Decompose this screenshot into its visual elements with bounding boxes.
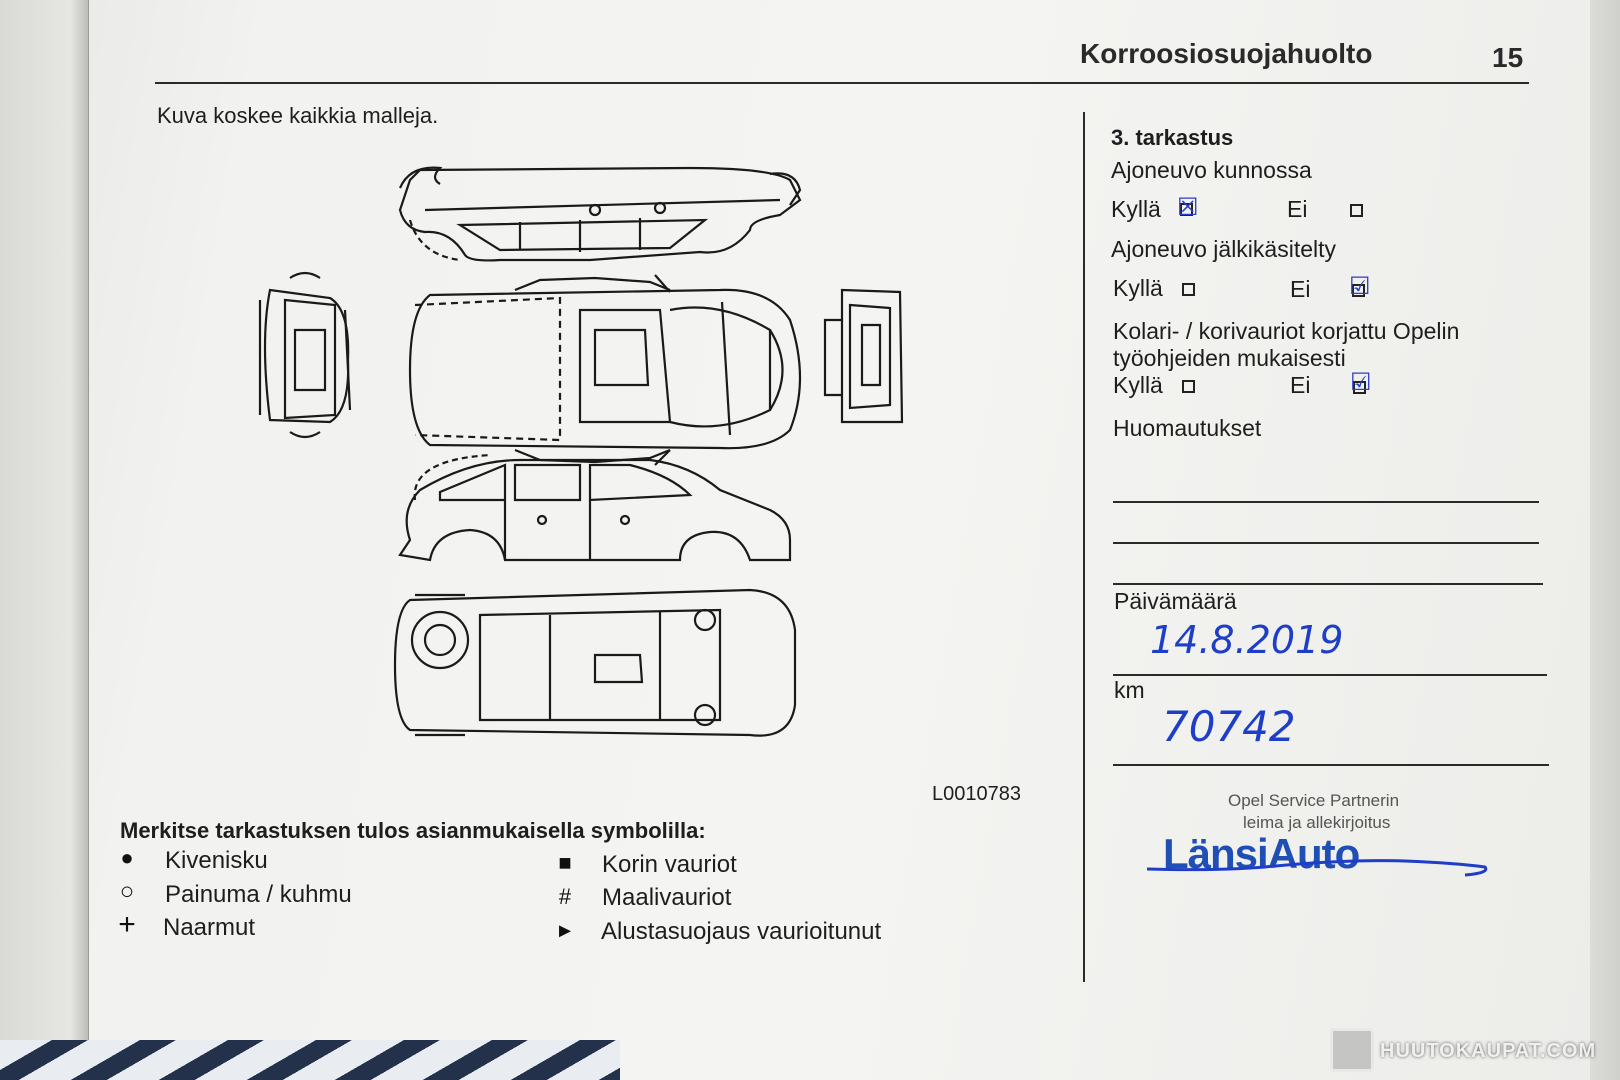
- watermark-logo-icon: [1330, 1028, 1374, 1072]
- q1-yes-checkmark: ☒: [1177, 193, 1199, 221]
- q3-yes-label: Kyllä: [1113, 372, 1163, 398]
- q2-no-label: Ei: [1290, 276, 1311, 302]
- q1-yes-label: Kyllä: [1111, 196, 1161, 222]
- dent-symbol: ○: [119, 878, 135, 905]
- q2-yes-checkbox[interactable]: [1182, 283, 1195, 296]
- header-rule: [155, 82, 1529, 84]
- date-line: [1113, 674, 1547, 676]
- km-label: km: [1114, 677, 1145, 703]
- question-vehicle-ok: Ajoneuvo kunnossa: [1111, 157, 1312, 183]
- date-handwritten-value: 14.8.2019: [1150, 618, 1344, 662]
- question-repairs-line1: Kolari- / korivauriot korjattu Opelin: [1113, 318, 1460, 344]
- figure-code: L0010783: [932, 783, 1021, 805]
- page-header-title: Korroosiosuojahuolto: [1080, 38, 1373, 69]
- q1-no-label: Ei: [1287, 196, 1308, 222]
- legend-item-scratch: Naarmut: [163, 914, 256, 941]
- inspection-heading: 3. tarkastus: [1111, 125, 1234, 150]
- q2-no-checkbox[interactable]: [1352, 284, 1365, 297]
- underbody-damage-symbol: ►: [555, 920, 575, 942]
- km-handwritten-value: 70742: [1162, 702, 1296, 751]
- q3-yes-checkbox[interactable]: [1182, 380, 1195, 393]
- page-number: 15: [1492, 42, 1524, 73]
- legend-title: Merkitse tarkastuksen tulos asianmukaise…: [120, 818, 706, 843]
- km-line: [1113, 764, 1549, 766]
- stamp-caption-line1: Opel Service Partnerin: [1228, 791, 1400, 810]
- q3-no-checkmark: ☑: [1350, 368, 1372, 396]
- legend-item-body-damage: Korin vauriot: [602, 851, 737, 878]
- legend-item-dent: Painuma / kuhmu: [165, 881, 352, 908]
- previous-page-edge: [0, 0, 89, 1040]
- stamp-caption-line2: leima ja allekirjoitus: [1243, 813, 1391, 832]
- q3-no-checkbox[interactable]: [1353, 381, 1366, 394]
- paint-damage-symbol: #: [558, 884, 572, 909]
- question-repairs-line2: työohjeiden mukaisesti: [1113, 345, 1346, 371]
- car-body-diagram: [258, 166, 904, 737]
- scratch-symbol: +: [118, 908, 136, 941]
- q1-no-checkbox[interactable]: [1350, 204, 1363, 217]
- legend-item-stone-chip: Kivenisku: [165, 847, 268, 874]
- q2-yes-label: Kyllä: [1113, 275, 1163, 301]
- background-fabric: [0, 1040, 620, 1080]
- legend-item-paint-damage: Maalivauriot: [602, 884, 732, 911]
- remarks-line-1: [1113, 501, 1539, 503]
- question-after-treatment: Ajoneuvo jälkikäsitelty: [1111, 236, 1337, 262]
- next-page-edge: [1590, 0, 1620, 1080]
- legend-item-underbody-damage: Alustasuojaus vaurioitunut: [601, 918, 882, 945]
- remarks-line-2: [1113, 542, 1539, 544]
- q1-yes-checkbox[interactable]: [1180, 203, 1193, 216]
- stone-chip-symbol: ●: [120, 845, 134, 870]
- watermark-text: HUUTOKAUPAT.COM: [1380, 1040, 1597, 1062]
- q3-no-label: Ei: [1290, 372, 1311, 398]
- date-label: Päivämäärä: [1114, 588, 1237, 614]
- column-divider: [1083, 112, 1085, 982]
- signature-stroke: [1146, 859, 1488, 877]
- q2-no-checkmark: ☑: [1349, 272, 1371, 300]
- intro-text: Kuva koskee kaikkia malleja.: [157, 103, 439, 128]
- remarks-line-3: [1113, 583, 1543, 585]
- body-damage-symbol: ■: [558, 850, 572, 875]
- remarks-label: Huomautukset: [1113, 415, 1262, 441]
